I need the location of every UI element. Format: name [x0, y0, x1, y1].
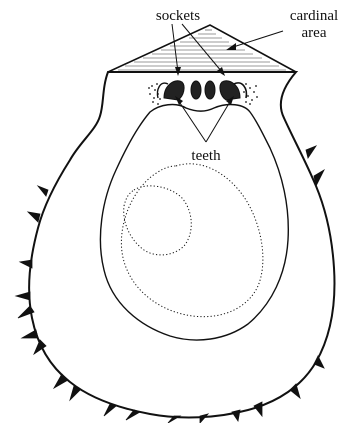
adductor-scar [124, 186, 192, 255]
cardinal-area-label-line2: area [302, 25, 327, 41]
inner-boundary [100, 105, 288, 340]
tooth-center-right [205, 81, 215, 99]
sockets-label: sockets [156, 8, 200, 24]
cardinal-area-annotation: cardinal area [226, 8, 338, 50]
teeth-label: teeth [191, 148, 221, 164]
shell-outline [29, 72, 334, 417]
tooth-center-left [191, 81, 201, 99]
hinge-teeth [148, 81, 258, 105]
pallial-line [121, 164, 263, 317]
right-socket-stipple [243, 83, 258, 105]
cardinal-area-label-line1: cardinal [290, 8, 338, 24]
